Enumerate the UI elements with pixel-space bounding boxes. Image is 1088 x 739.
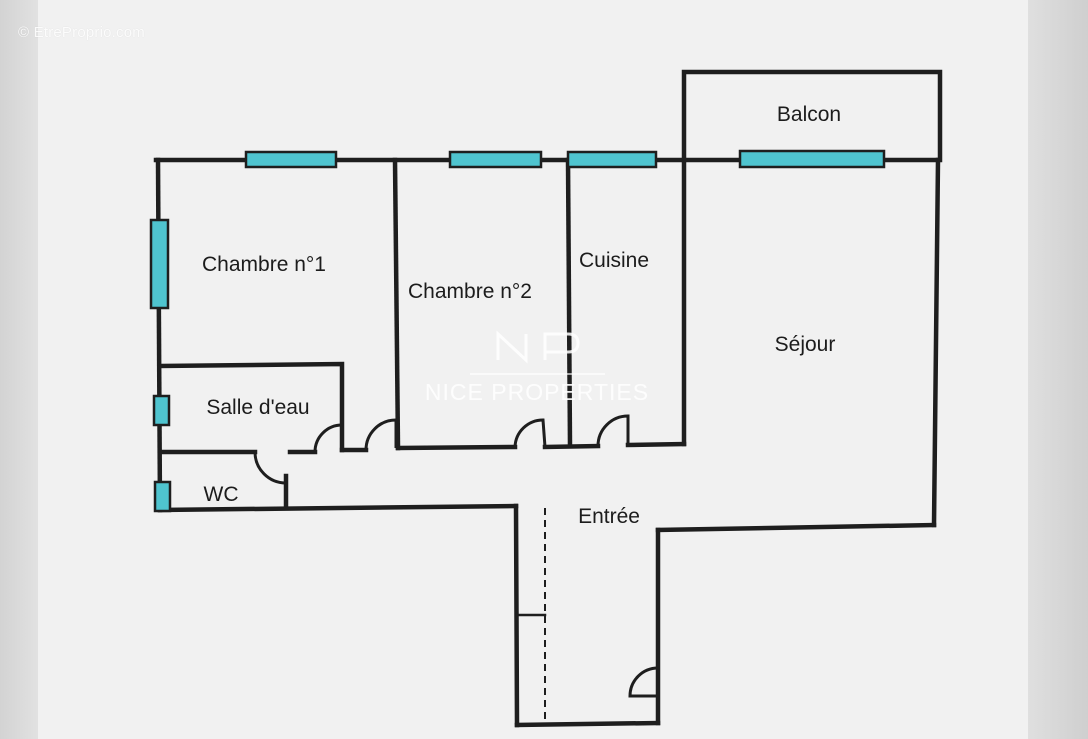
wall-bottom-left — [157, 503, 519, 513]
watermark-logo — [470, 330, 605, 375]
window-chambre1-top — [244, 150, 338, 169]
wall-ch1-ch2 — [392, 157, 401, 451]
door-wc — [253, 451, 287, 485]
room-label-sejour: Séjour — [775, 333, 836, 356]
wall-corr-c — [542, 443, 601, 450]
door-chambre1 — [364, 418, 398, 451]
room-label-salle-eau: Salle d'eau — [206, 396, 309, 419]
np-logo-n — [496, 330, 528, 364]
door-chambre2 — [513, 418, 547, 448]
window-wc — [153, 480, 172, 513]
balcony-outline — [681, 69, 943, 163]
room-label-cuisine: Cuisine — [579, 249, 649, 272]
watermark-text: NICE PROPERTIES — [425, 379, 649, 405]
window-cuisine-top — [566, 150, 658, 169]
window-sejour-top — [738, 149, 886, 169]
doors — [253, 414, 659, 698]
wall-corr-b — [395, 444, 518, 451]
wall-corridor-bottom — [514, 720, 661, 728]
room-label-wc: WC — [204, 483, 239, 506]
wall-corr-d — [625, 441, 687, 448]
room-label-balcon: Balcon — [777, 103, 841, 126]
door-entree — [628, 666, 659, 698]
wall-right — [931, 157, 941, 528]
wall-salle-eau — [157, 361, 345, 453]
window-chambre1-left — [149, 218, 170, 310]
wall-left — [155, 157, 163, 513]
room-label-chambre1: Chambre n°1 — [202, 253, 326, 276]
door-salle-eau — [313, 423, 344, 453]
door-cuisine — [596, 414, 630, 447]
wall-bottom-right — [655, 522, 937, 533]
room-label-entree: Entrée — [578, 505, 640, 528]
wall-ch2-cuisine — [565, 157, 573, 449]
windows — [149, 149, 886, 513]
copyright-watermark: © EtreProprio.com — [18, 24, 145, 41]
window-salle-eau — [152, 394, 171, 427]
room-label-chambre2: Chambre n°2 — [408, 280, 532, 303]
window-chambre2-top — [448, 150, 543, 169]
np-logo-p — [543, 332, 580, 360]
